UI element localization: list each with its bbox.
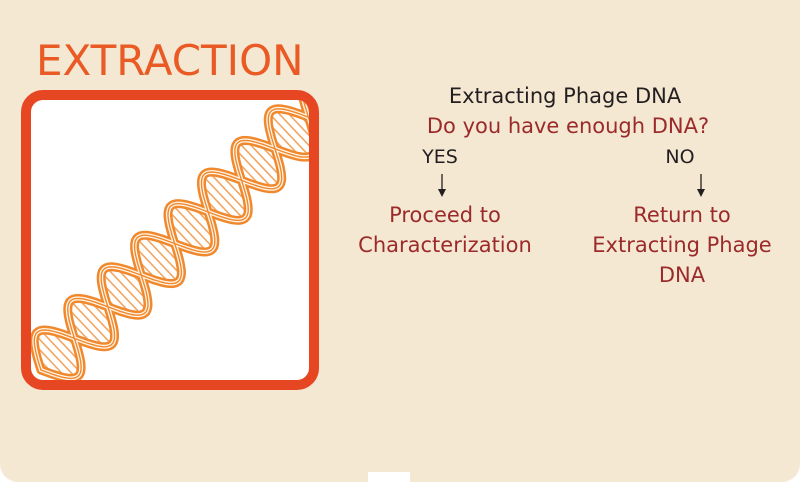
base-pair-rung	[274, 108, 309, 147]
base-pair-rung	[208, 171, 249, 214]
decision-question: Do you have enough DNA?	[426, 114, 710, 138]
base-pair-rung	[101, 272, 143, 316]
dna-double-helix-icon	[31, 100, 309, 380]
base-pair-rung	[67, 307, 105, 348]
illustration-frame	[21, 90, 319, 390]
base-pair-rung	[69, 300, 113, 345]
base-pair-rung	[245, 139, 283, 179]
yes-outcome: Proceed to Characterization	[358, 203, 532, 257]
base-pair-rung	[171, 204, 214, 249]
bottom-tab	[368, 472, 410, 484]
yes-arrow	[438, 174, 446, 197]
base-pair-rung	[106, 267, 148, 311]
base-pair-rung	[268, 113, 309, 157]
base-pair-rung	[77, 297, 116, 338]
no-outcome: Return to Extracting Phage DNA	[592, 203, 772, 287]
base-pair-rung	[237, 141, 281, 187]
base-pair-rung	[136, 237, 179, 283]
no-label: NO	[665, 146, 695, 168]
base-pair-rung	[202, 175, 245, 220]
flow-title: Extracting Phage DNA	[448, 84, 682, 108]
yes-label: YES	[422, 146, 458, 168]
base-pair-rung	[234, 148, 274, 190]
base-pair-rung	[142, 234, 182, 276]
base-pair-rung	[200, 184, 236, 221]
base-pair-rung	[167, 210, 208, 253]
helix-strand	[40, 108, 309, 380]
section-heading: EXTRACTION	[36, 36, 304, 85]
base-pair-rung	[134, 245, 171, 285]
base-pair-rung	[34, 334, 77, 379]
base-pair-rung	[180, 203, 216, 240]
base-pair-rung	[40, 329, 82, 373]
helix-strand	[33, 100, 309, 371]
no-arrow	[697, 174, 705, 197]
